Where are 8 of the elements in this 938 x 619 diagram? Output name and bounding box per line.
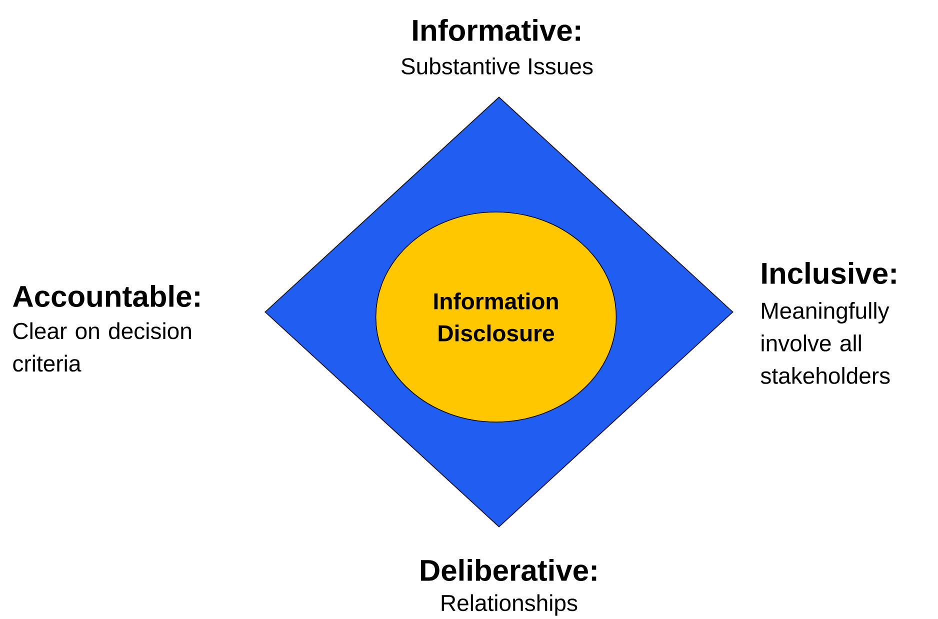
description: Relationships (442, 594, 578, 616)
heading: Inclusive: (762, 262, 896, 284)
heading: Deliberative: (420, 558, 596, 581)
description: Clear on decision criteria (13, 322, 191, 372)
description: Meaningfully involve all stakeholders (760, 302, 890, 384)
heading: Informative: (413, 18, 580, 42)
description: Substantive Issues (402, 58, 593, 74)
heading: Accountable: (12, 284, 200, 307)
